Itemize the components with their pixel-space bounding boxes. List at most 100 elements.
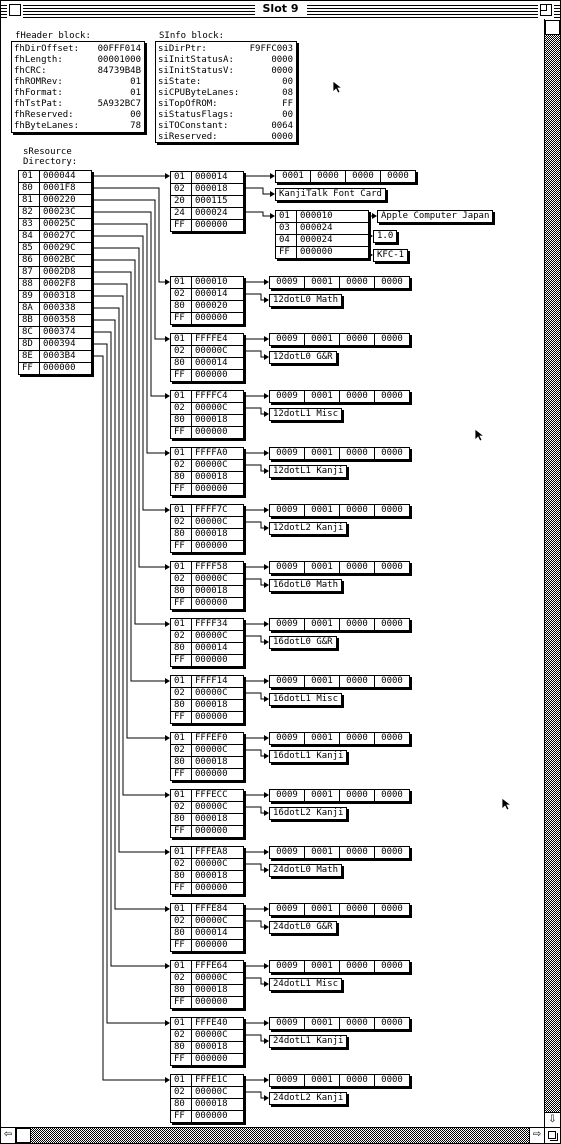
entry-id: 04 <box>276 235 297 246</box>
scroll-right-arrow-icon[interactable]: ⇨ <box>529 1128 544 1143</box>
scroll-left-arrow-icon[interactable]: ⇦ <box>1 1128 16 1143</box>
connector-line <box>242 977 264 985</box>
type-field: 0000 <box>340 334 375 345</box>
type-field: 0009 <box>270 847 305 858</box>
entry-offset: 000000 <box>195 712 228 722</box>
entry-id: 02 <box>171 745 192 756</box>
field-label: siCPUByteLanes: <box>158 88 240 98</box>
kv-row: siTopOfROM:FF <box>158 99 293 109</box>
entry-id: 02 <box>171 289 192 300</box>
type-field: 0000 <box>340 676 375 687</box>
entry-id: 01 <box>171 277 192 288</box>
type-field: 0000 <box>381 1018 403 1028</box>
entry-offset: 00029C <box>43 243 76 253</box>
connector-lines <box>90 173 377 1101</box>
field-value: 08 <box>282 88 293 98</box>
connector-line <box>242 920 264 928</box>
arrowhead <box>264 525 269 531</box>
entry-id: 01 <box>171 1075 192 1086</box>
arrowhead <box>165 173 170 179</box>
type-field: 0000 <box>381 1075 403 1085</box>
entry-offset: 000010 <box>195 277 228 287</box>
horizontal-scroll-thumb[interactable] <box>16 1128 31 1143</box>
entry-offset: 000000 <box>195 220 228 230</box>
entry-offset: 000000 <box>195 826 228 836</box>
entry-offset: 00000C <box>195 802 228 812</box>
arrowhead <box>264 639 269 645</box>
entry-offset: FFFFA0 <box>195 448 228 458</box>
type-field: 0000 <box>346 171 381 182</box>
entry-offset: 0002F8 <box>43 279 76 289</box>
entry-offset: 00023C <box>43 207 76 217</box>
horizontal-scrollbar[interactable]: ⇦ ⇨ <box>1 1127 544 1143</box>
connector-line <box>90 307 165 853</box>
entry-id: 02 <box>171 1030 192 1041</box>
entry-offset: FFFE64 <box>195 961 228 971</box>
entry-offset: 00000C <box>195 688 228 698</box>
kv-row: siDirPtr:F9FFC003 <box>158 44 293 54</box>
resource-name-label: KFC-1 <box>373 249 409 262</box>
scroll-down-arrow-icon[interactable]: ⇩ <box>545 1112 560 1127</box>
title-bar[interactable]: Slot 9 <box>1 1 560 18</box>
entry-id: 02 <box>171 460 192 471</box>
arrowhead <box>264 564 269 570</box>
arrowhead <box>264 336 269 342</box>
kv-row: siInitStatusA:0000 <box>158 55 293 65</box>
type-field: 0001 <box>305 1075 340 1086</box>
resource-name-label: 12dotL1 Kanji <box>269 465 348 478</box>
zoom-box-icon[interactable] <box>540 4 552 16</box>
connector-line <box>242 187 270 195</box>
entry-id: 89 <box>19 291 40 302</box>
vertical-scrollbar[interactable]: ⇧ ⇩ <box>544 19 560 1127</box>
vertical-scroll-thumb[interactable] <box>545 20 560 35</box>
entry-id: 80 <box>171 757 192 768</box>
entry-id: FF <box>171 712 192 723</box>
arrow-cursor-icon <box>332 80 344 94</box>
resource-name-label: 24dotL1 Kanji <box>269 1035 348 1048</box>
connector-line <box>90 187 165 283</box>
entry-offset: 000018 <box>195 1099 228 1109</box>
arrowhead <box>165 678 170 684</box>
connector-line <box>242 521 264 529</box>
type-field: 0001 <box>305 733 340 744</box>
entry-id: 01 <box>171 448 192 459</box>
type-field: 0001 <box>305 904 340 915</box>
arrowhead <box>270 191 275 197</box>
grow-box-icon[interactable] <box>544 1127 560 1143</box>
type-field: 0009 <box>270 1075 305 1086</box>
kv-row: fhROMRev:01 <box>14 77 141 87</box>
entry-offset: FFFF34 <box>195 619 228 629</box>
entry-offset: 000018 <box>195 985 228 995</box>
entry-id: 8A <box>19 303 40 314</box>
entry-id: 80 <box>171 529 192 540</box>
type-field: 0001 <box>276 171 311 182</box>
entry-id: FF <box>171 427 192 438</box>
arrowhead <box>165 849 170 855</box>
type-field: 0009 <box>270 790 305 801</box>
close-box-icon[interactable] <box>9 4 21 16</box>
